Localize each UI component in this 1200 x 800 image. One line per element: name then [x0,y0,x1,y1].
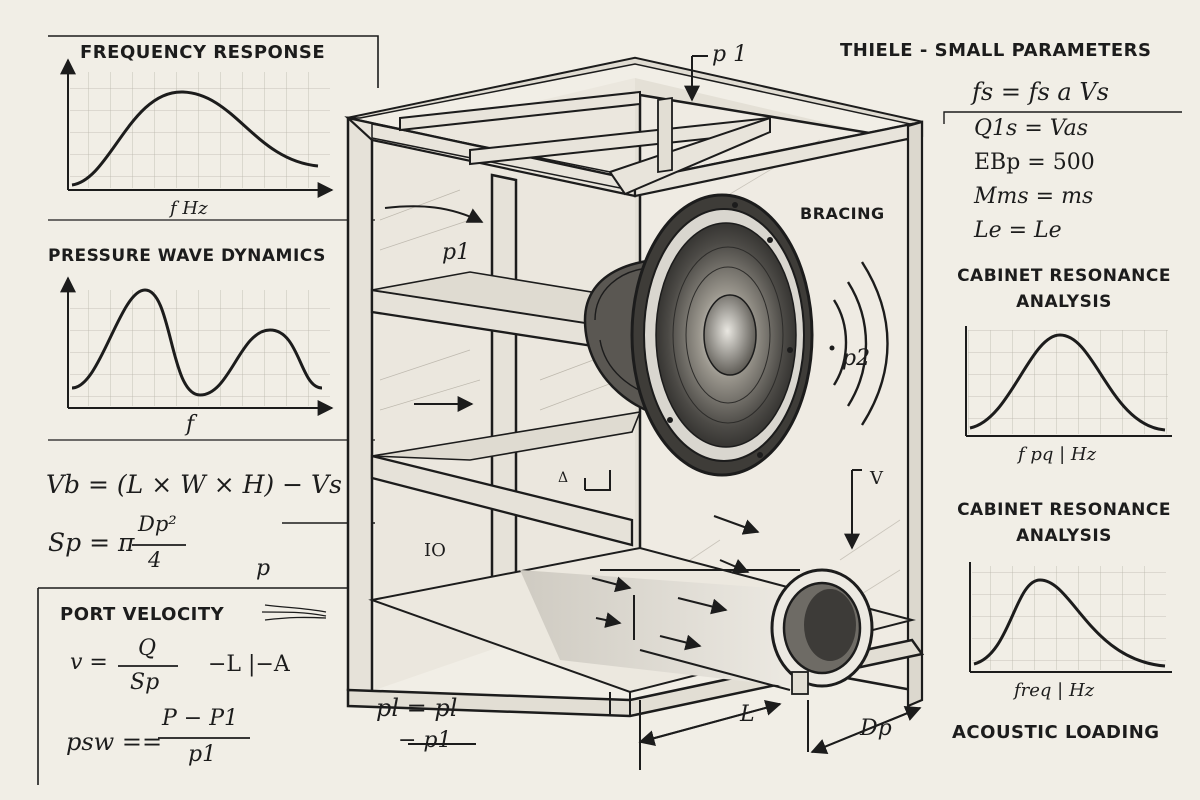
frequency-response-xlabel: f Hz [170,198,208,219]
ts-eq-1: fs = fs a Vs [972,78,1109,106]
resonance-panel-2 [969,562,1172,673]
L-dimension-label: L [740,702,755,727]
psw-formula-denominator: p1 [188,742,217,767]
psw-formula-numerator: P − P1 [162,706,239,731]
flow-arrows [384,55,922,770]
Dp-dimension-label: Dp [860,716,892,741]
v-formula-denominator: Sp [130,670,160,695]
resonance-1-xlabel: f pq | Hz [1018,444,1097,465]
v-formula-left: v = [70,650,108,675]
port-velocity-arrow [261,604,327,621]
pressure-wave-panel [48,276,378,441]
p1-inner-label: p1 [442,240,471,265]
resonance-2-title-line2: ANALYSIS [1016,526,1112,546]
resonance-panel-1 [943,111,1182,437]
acoustic-loading-title: ACOUSTIC LOADING [952,722,1160,743]
pressure-wave-title: PRESSURE WAVE DYNAMICS [48,246,326,266]
speaker-cabinet [344,56,925,718]
sp-formula-left: Sp = π [48,528,135,557]
sp-formula-denominator: 4 [148,548,162,572]
woofer-driver [583,193,814,477]
v-label: V [870,468,883,489]
thiele-small-title: THIELE - SMALL PARAMETERS [840,40,1152,61]
p2-label: p2 [842,346,871,371]
resonance-2-xlabel: freq | Hz [1014,680,1095,701]
bottom-eq-2: − p1 [398,728,452,753]
ts-eq-4: Mms = ms [974,184,1094,209]
port-velocity-title: PORT VELOCITY [60,604,225,625]
plot-grid [70,290,330,406]
pressure-wave-xlabel: f [186,412,195,437]
resonance-2-title-line1: CABINET RESONANCE [957,500,1171,520]
frequency-response-panel [48,35,379,221]
ts-eq-5: Le = Le [974,218,1062,243]
resonance-curve [969,333,1166,432]
pressure-wave-curve [71,288,323,397]
sp-formula-numerator: Dp² [138,512,177,536]
plot-grid [70,72,330,188]
ts-eq-2: Q1s = Vas [974,116,1089,141]
bottom-eq-1: pl = pl [376,694,458,722]
frequency-response-title: FREQUENCY RESPONSE [80,42,326,63]
bass-port-tube [520,568,874,695]
bracing-label: BRACING [800,204,885,223]
plot-grid [972,566,1166,670]
sound-waves [832,261,889,426]
ts-underline [943,111,1182,124]
resonance-1-title-line1: CABINET RESONANCE [957,266,1171,286]
p-label: p [256,556,271,581]
delta-label: Δ [558,470,569,486]
v-formula-right: −L |−A [208,652,290,677]
psw-formula-left: psw == [66,728,163,756]
ts-eq-3: EBp = 500 [974,150,1095,175]
resonance-curve [973,578,1166,668]
resonance-1-title-line2: ANALYSIS [1016,292,1112,312]
io-label: IO [424,540,446,561]
vb-formula: Vb = (L × W × H) − Vs [46,470,342,499]
p1-top-label: p 1 [712,42,748,67]
response-curve [71,90,319,187]
v-formula-numerator: Q [138,636,157,661]
panel-frame [48,35,379,88]
port-velocity-frame [37,587,348,785]
